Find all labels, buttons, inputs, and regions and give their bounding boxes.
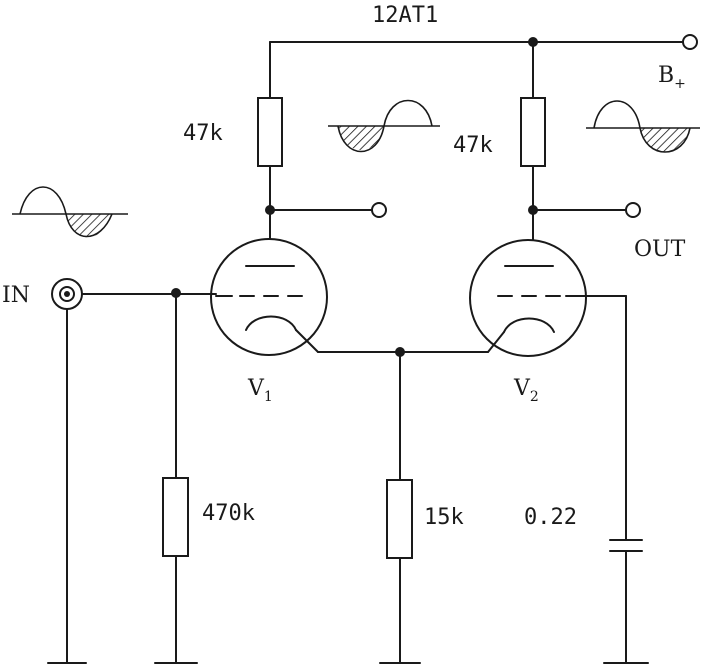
cathode-resistor-value: 15k	[424, 505, 464, 530]
tube-v1	[210, 238, 328, 356]
cathode-element	[503, 317, 555, 333]
tube-v2	[469, 239, 627, 357]
capacitor-value: 0.22	[524, 505, 577, 530]
b-plus-label: B+	[658, 63, 686, 92]
b-plus-rail	[269, 34, 698, 99]
plate-resistor-right	[520, 97, 641, 256]
plate-resistor-left	[257, 97, 387, 256]
grid-wiring	[66, 288, 217, 663]
plate-resistor-left-value: 47k	[183, 121, 223, 146]
cathode-wiring	[317, 347, 489, 663]
cathode-element	[245, 315, 297, 331]
tube-v1-label: V1	[247, 376, 273, 405]
out-label: OUT	[634, 237, 686, 262]
in-label: IN	[2, 283, 30, 308]
grid-capacitor	[609, 295, 643, 663]
tube-type-label: 12AT1	[372, 3, 438, 28]
input-jack	[51, 278, 83, 310]
cathode-resistor	[386, 479, 413, 559]
output-terminal-left	[371, 202, 387, 218]
grid-resistor	[162, 477, 189, 557]
output-terminal-right	[625, 202, 641, 218]
plate-resistor-right-value: 47k	[453, 133, 493, 158]
plate-waveform-left	[328, 99, 440, 153]
input-waveform	[12, 186, 128, 238]
b-plus-terminal	[682, 34, 698, 50]
plate-waveform-right	[586, 100, 700, 153]
tube-v2-label: V2	[513, 376, 539, 405]
grid-resistor-value: 470k	[202, 501, 255, 526]
junction-dot	[528, 37, 538, 47]
